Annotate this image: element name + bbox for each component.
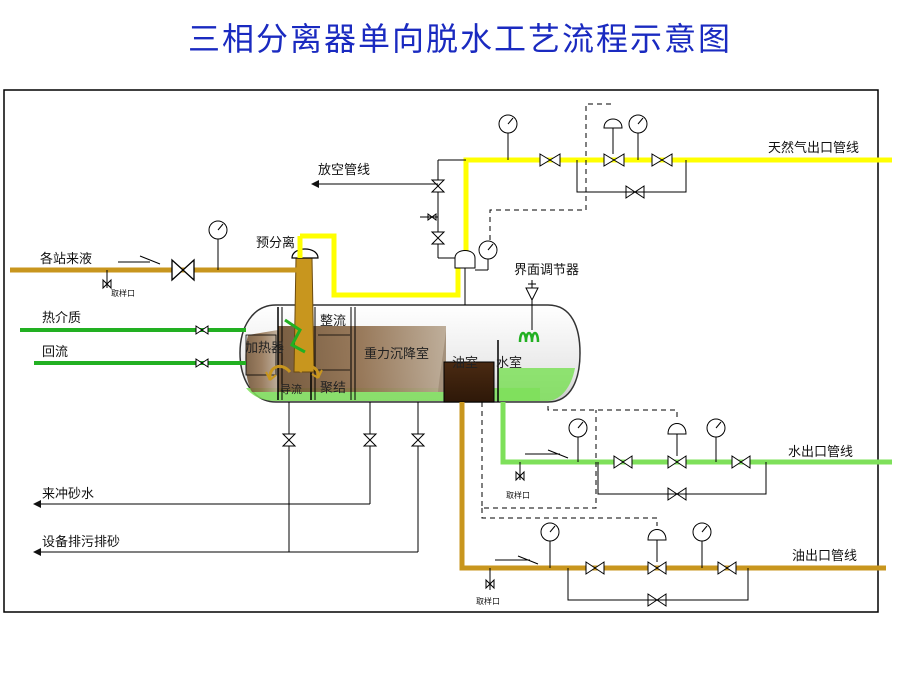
settling-chamber-label: 重力沉降室 [364, 346, 429, 362]
rectify-label: 整流 [320, 314, 346, 329]
three-phase-separator [239, 257, 581, 403]
water-chamber-label: 水室 [496, 355, 522, 371]
inlet-line [10, 220, 303, 290]
water-sample-port-label: 取样口 [506, 490, 530, 500]
diversion-label: 导流 [280, 382, 302, 396]
heat-medium-label: 热介质 [42, 311, 81, 326]
water-outlet-label: 水出口管线 [788, 445, 853, 460]
gas-line [297, 103, 892, 305]
heater-label: 加热器 [245, 341, 284, 356]
water-line [481, 402, 892, 509]
coalesce-label: 聚结 [320, 381, 346, 396]
oil-line [459, 402, 886, 607]
drain-lines [33, 402, 426, 556]
drain-sand-label: 设备排污排砂 [42, 534, 120, 550]
heat-medium-line [20, 325, 246, 368]
pre-separator-label: 预分离 [256, 235, 295, 251]
oil-chamber-label: 油室 [452, 355, 478, 371]
pre-separator-cap [291, 248, 319, 259]
inlet-sample-port-label: 取样口 [111, 288, 135, 298]
vent-line-label: 放空管线 [318, 163, 370, 178]
flush-water-label: 来冲砂水 [42, 487, 94, 502]
oil-outlet-label: 油出口管线 [792, 549, 857, 564]
reflux-label: 回流 [42, 345, 68, 360]
gas-outlet-label: 天然气出口管线 [768, 140, 859, 156]
interface-regulator-label: 界面调节器 [514, 263, 579, 278]
inlet-label: 各站来液 [40, 251, 92, 267]
diagram-title: 三相分离器单向脱水工艺流程示意图 [187, 20, 732, 58]
oil-sample-port-label: 取样口 [476, 596, 500, 606]
diagram-frame [3, 89, 879, 613]
